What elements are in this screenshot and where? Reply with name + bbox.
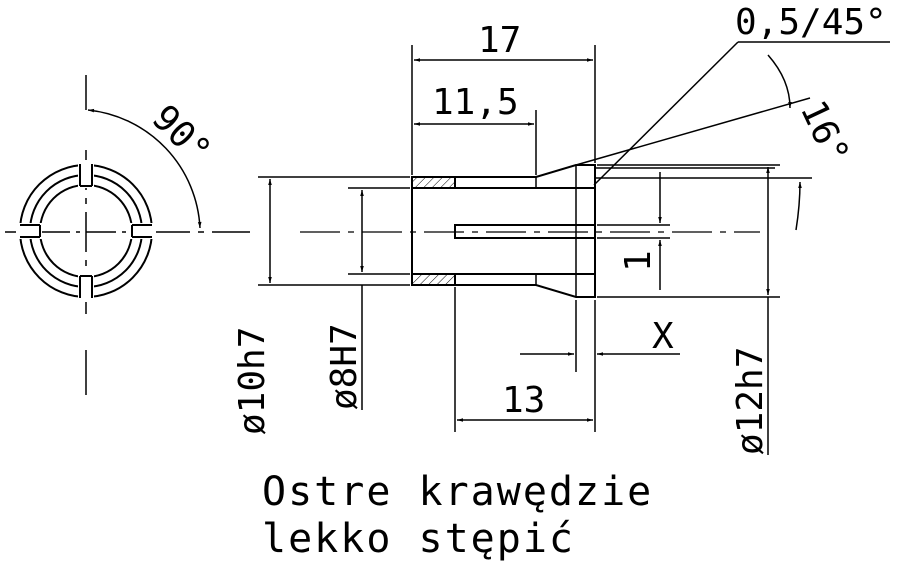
angle-90-label: 90° (144, 97, 219, 172)
dim-dia-12 (597, 164, 780, 455)
section-view (411, 164, 596, 298)
dim-dia-10-label: ø10h7 (232, 327, 273, 435)
taper-angle-label: 16° (792, 94, 857, 170)
end-view (5, 75, 250, 395)
dim-slot-width-label: 1 (618, 250, 659, 272)
dim-dia-8 (348, 187, 410, 410)
dim-11-5 (414, 110, 537, 175)
dim-dia-10 (258, 176, 410, 286)
dim-13 (454, 287, 593, 432)
dim-13-label: 13 (502, 380, 545, 421)
dim-17 (411, 45, 596, 175)
taper-angle (575, 54, 812, 231)
dim-dia-8-label: ø8H7 (324, 323, 365, 410)
dim-x-label: X (652, 316, 674, 357)
dim-slot-width (597, 172, 670, 290)
dim-dia-12-label: ø12h7 (730, 347, 771, 455)
dim-11-5-label: 11,5 (432, 82, 519, 123)
chamfer-label: 0,5/45° (735, 2, 887, 43)
dim-x (520, 300, 680, 432)
dim-17-label: 17 (478, 20, 521, 61)
note-line-1: Ostre krawędzie (262, 469, 653, 515)
note-line-2: lekko stępić (262, 516, 575, 562)
chamfer-leader (593, 41, 890, 186)
